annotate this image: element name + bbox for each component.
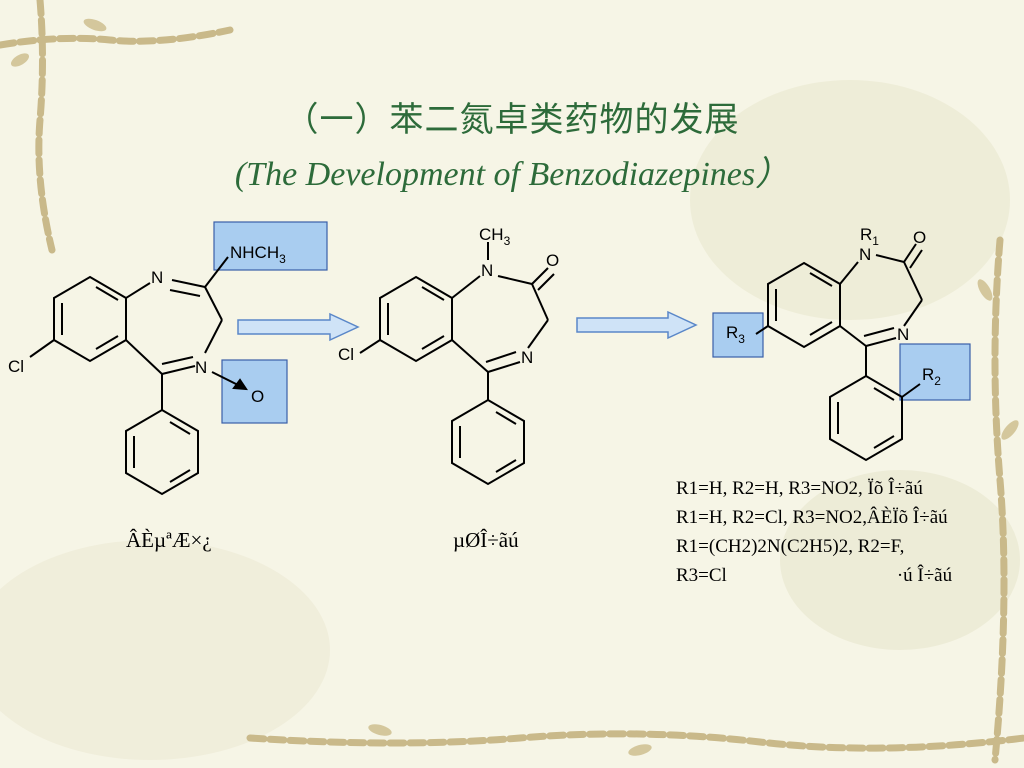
- struct1-oxide-label: O: [251, 387, 264, 406]
- reaction-arrow-2: [576, 310, 698, 340]
- highlight-box-oxide: [221, 359, 288, 424]
- struct2-n1-label: N: [481, 261, 493, 280]
- highlight-box-r3: [712, 312, 764, 358]
- struct2-cl-label: Cl: [338, 345, 354, 364]
- substituent-line-2: R1=H, R2=Cl, R3=NO2,ÂÈÏõ Î÷ãú: [676, 507, 948, 528]
- substituent-line-4: R3=Cl·ú Î÷ãú: [676, 565, 953, 586]
- struct1-n2-label: N: [195, 358, 207, 377]
- struct1-nhch3-label: NHCH3: [230, 243, 286, 266]
- caption-diazepam: µØÎ÷ãú: [453, 528, 519, 552]
- slide-title-english: (The Development of Benzodiazepines）: [234, 156, 790, 193]
- highlight-box-nhch3: [213, 221, 328, 271]
- struct3-o-label: O: [913, 228, 926, 247]
- substituent-line-3: R1=(CH2)2N(C2H5)2, R2=F,: [676, 536, 905, 557]
- struct3-r1-label: R1: [860, 225, 879, 248]
- struct3-r2-label: R2: [922, 365, 941, 388]
- substituent-line-4-name: ·ú Î÷ãú: [896, 565, 953, 586]
- struct2-o-label: O: [546, 251, 559, 270]
- struct1-cl-label: Cl: [8, 357, 24, 376]
- structure-diazepam: [359, 242, 555, 486]
- substituent-list: R1=H, R2=H, R3=NO2, Ïõ Î÷ãú R1=H, R2=Cl,…: [676, 474, 952, 590]
- struct1-n1-label: N: [151, 268, 163, 287]
- substituent-line-1: R1=H, R2=H, R3=NO2, Ïõ Î÷ãú: [676, 478, 923, 499]
- struct3-n2-label: N: [897, 325, 909, 344]
- caption-chlordiazepoxide: ÂÈµªÆ×¿: [126, 528, 212, 552]
- struct3-n1-label: N: [859, 245, 871, 264]
- reaction-arrow-1: [237, 312, 360, 342]
- structure-general-benzodiazepine: [712, 243, 971, 462]
- struct2-ch3-label: CH3: [479, 225, 511, 248]
- struct2-n2-label: N: [521, 348, 533, 367]
- slide-title-chinese: （一）苯二氮卓类药物的发展: [284, 100, 740, 140]
- structure-chlordiazepoxide: [29, 221, 328, 496]
- struct3-r3-label: R3: [726, 323, 745, 346]
